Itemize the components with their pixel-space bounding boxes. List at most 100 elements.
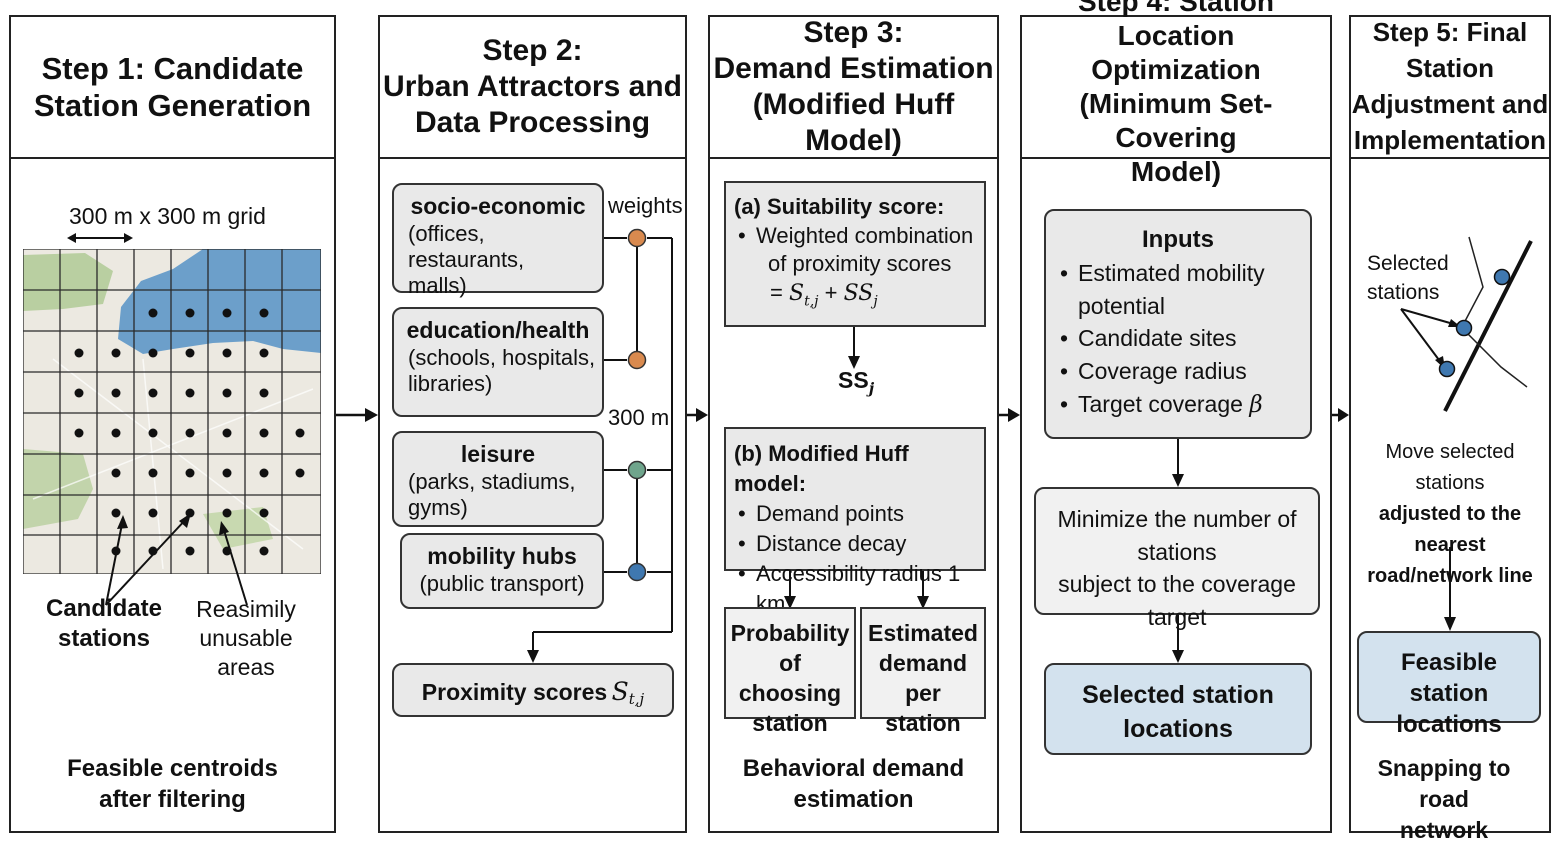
weight-node-icon: [627, 350, 647, 370]
step4-title-line: Optimization: [1091, 53, 1261, 85]
map-park: [203, 507, 273, 549]
pointer-arrow: [1400, 308, 1458, 326]
step5-title-line: Adjustment and: [1351, 89, 1549, 119]
unusable-areas-label: Reasimily unusable areas: [186, 595, 306, 681]
suitability-bullet-line: of proximity scores: [768, 251, 952, 277]
flow-arrow-3-4: [999, 408, 1020, 422]
attractor-name: education/health: [406, 317, 590, 343]
move-bold-line: adjusted to the nearest: [1378, 503, 1522, 556]
step1-title: Step 1: Candidate Station Generation: [11, 17, 334, 159]
formula-eq: =: [770, 279, 783, 305]
flow-arrow-4-5: [1332, 408, 1349, 422]
attractor-education-health: education/health (schools, hospitals, li…: [392, 307, 604, 417]
formula-ss-sub: j: [873, 293, 878, 310]
step3-footer-line: estimation: [793, 786, 914, 814]
road-branch: [1462, 236, 1484, 326]
attractor-detail-line: (offices, restaurants,: [408, 220, 525, 272]
step5-title: Step 5: Final Station Adjustment and Imp…: [1351, 17, 1549, 159]
attractor-connectors: [527, 237, 673, 663]
candidate-grid-map: [23, 249, 321, 574]
step1-title-line: Station Generation: [33, 88, 312, 123]
candidate-centroids: [74, 308, 305, 556]
weight-node-icon: [627, 228, 647, 248]
candidate-label-line: stations: [57, 625, 150, 652]
probability-line: Probability: [730, 620, 850, 646]
candidate-callout-arrows: [105, 513, 248, 606]
suitability-bullet-line: Weighted combination: [734, 222, 976, 251]
attractor-detail-line: (schools, hospitals,: [408, 344, 596, 370]
minimize-line: Minimize the number of: [1057, 506, 1297, 532]
step2-title-line: Step 2:: [482, 34, 583, 67]
proximity-subscript: t,j: [628, 690, 645, 709]
huff-title: (b) Modified Huff model:: [734, 441, 909, 496]
formula-s-sub: t,j: [804, 293, 819, 310]
selected-stations-line: stations: [1367, 281, 1440, 305]
station-dot: [1455, 319, 1473, 337]
step1-footer-line: after filtering: [99, 786, 246, 814]
proximity-label: Proximity scores: [421, 679, 608, 705]
attractor-detail: (parks, stadiums, gyms): [394, 469, 602, 522]
distance-label: 300 m: [608, 405, 670, 430]
map-park: [23, 253, 113, 311]
selected-stations-line: Selected: [1367, 252, 1449, 275]
weight-node-icon: [627, 460, 647, 480]
proximity-symbol: S: [611, 677, 629, 706]
beta-symbol: β: [1249, 391, 1263, 418]
inputs-bullet: Target coverage β: [1056, 388, 1300, 422]
inputs-bullet: Coverage radius: [1056, 355, 1300, 388]
probability-line: of choosing: [738, 649, 842, 706]
step4-title-line: (Minimum Set-Covering: [1079, 88, 1273, 154]
step5-footer-line: Snapping to road: [1377, 755, 1511, 813]
formula-ss: SS: [843, 280, 874, 306]
step4-title-line: Step 4: Station Location: [1077, 0, 1274, 51]
adjust-down-arrow: [1444, 547, 1456, 631]
inputs-bullet-line: potential: [1078, 292, 1165, 319]
attractor-detail-line: libraries): [408, 370, 493, 396]
ss-symbol: SS: [838, 367, 869, 393]
probability-line: station: [752, 709, 828, 736]
road-line: [1443, 240, 1533, 412]
attractor-name: socio-economic: [410, 193, 586, 219]
step3-panel: Step 3: Demand Estimation (Modified Huff…: [708, 15, 999, 833]
selected-stations-label: Selected stations: [1367, 249, 1449, 308]
feasible-locations-box: Feasible station locations: [1357, 631, 1541, 738]
inputs-bullet-line: Target coverage: [1078, 390, 1243, 417]
inputs-box: Inputs Estimated mobility potential Cand…: [1044, 209, 1312, 439]
step1-title-line: Step 1: Candidate: [41, 50, 304, 86]
suitability-formula: = St,j + SSj: [734, 279, 976, 311]
step3-title-line: Demand Estimation: [713, 52, 994, 85]
inputs-down-arrow: [1172, 439, 1184, 487]
unusable-label-line: areas: [217, 653, 275, 680]
estimated-line: demand per: [878, 649, 968, 706]
step5-title-line: Step 5: Final Station: [1372, 17, 1528, 84]
proximity-scores-box: Proximity scores St,j: [392, 663, 674, 717]
grid-scale-arrow: [67, 233, 133, 243]
huff-split-arrows: [784, 571, 929, 609]
attractor-detail-line: gyms): [408, 494, 468, 520]
step3-title: Step 3: Demand Estimation (Modified Huff…: [710, 16, 997, 159]
attractor-detail: (offices, restaurants, malls): [394, 221, 602, 300]
inputs-bullet-line: Estimated mobility: [1078, 260, 1265, 287]
estimated-demand-box: Estimated demand per station: [860, 607, 986, 736]
flow-arrow-1-2: [336, 408, 378, 422]
feasible-line: locations: [1396, 711, 1502, 739]
candidate-label-line: Candidate: [45, 595, 162, 622]
station-dot: [1493, 268, 1511, 286]
estimated-line: station: [885, 709, 961, 736]
ss-label: SSj: [838, 367, 874, 398]
suitability-bullet: Weighted combination of proximity scores: [734, 222, 976, 279]
flow-arrow-2-3: [687, 408, 708, 422]
step5-footer-line: network: [1399, 817, 1489, 844]
minimize-down-arrow: [1172, 615, 1184, 663]
huff-model-box: (b) Modified Huff model: Demand points D…: [724, 427, 986, 616]
attractor-detail-line: (parks, stadiums,: [408, 468, 576, 494]
road-branch: [1460, 326, 1528, 388]
attractor-detail: (schools, hospitals, libraries): [394, 345, 602, 398]
grid-label: 300 m x 300 m grid: [69, 203, 266, 229]
attractor-leisure: leisure (parks, stadiums, gyms): [392, 431, 604, 527]
selected-locations-box: Selected station locations: [1044, 663, 1312, 755]
inputs-bullet: Estimated mobility potential: [1056, 257, 1300, 322]
minimize-box: Minimize the number of stations subject …: [1034, 487, 1320, 630]
step5-panel: Step 5: Final Station Adjustment and Imp…: [1349, 15, 1551, 843]
step1-panel: Step 1: Candidate Station Generation 300…: [9, 15, 336, 833]
